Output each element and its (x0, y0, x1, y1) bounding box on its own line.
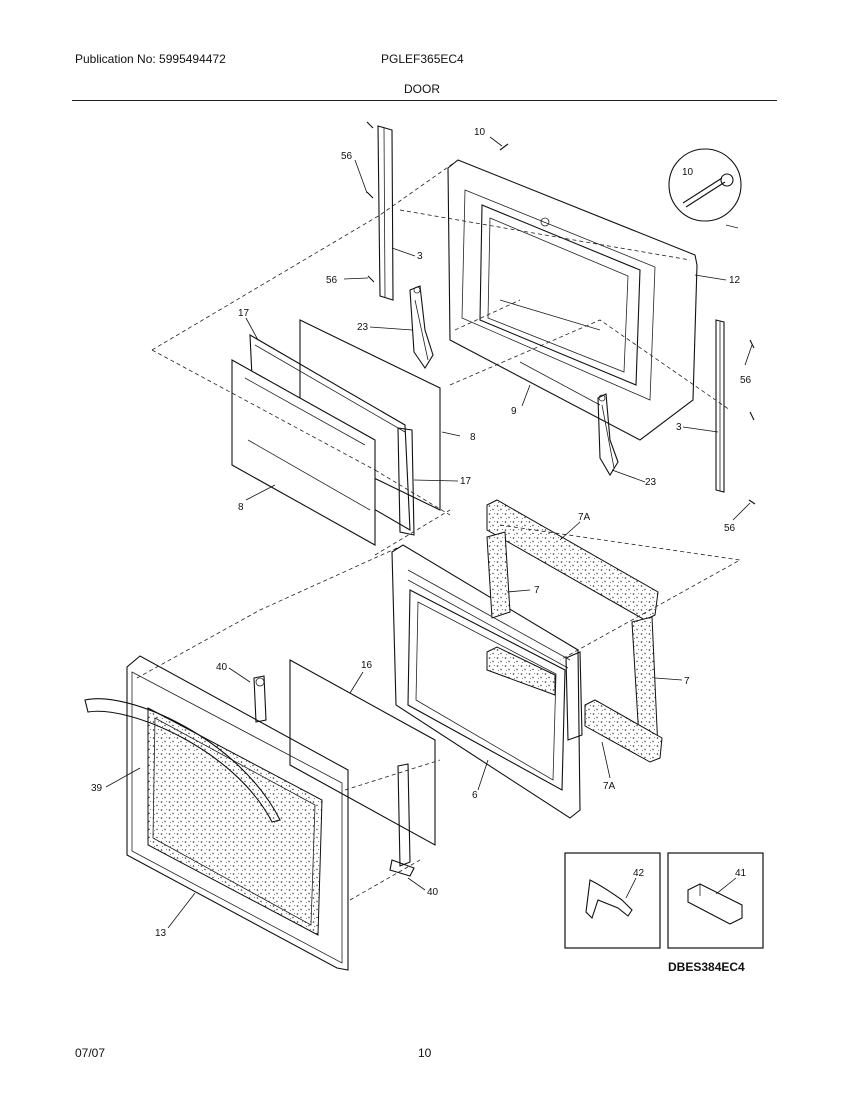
inner-door-panel (447, 159, 698, 441)
callout-10: 10 (474, 127, 486, 138)
screws (366, 121, 756, 505)
inset-part-41 (667, 852, 764, 949)
callout-23: 23 (357, 322, 369, 333)
callout-13: 13 (155, 928, 167, 939)
page-number: 10 (418, 1046, 432, 1060)
callout-7: 7 (684, 676, 690, 687)
explode-lines-upper (151, 159, 731, 516)
callout-6: 6 (472, 790, 478, 801)
callout-39: 39 (91, 783, 103, 794)
bracket-upper (253, 675, 267, 723)
callout-16: 16 (361, 660, 373, 671)
section-title: DOOR (404, 82, 440, 96)
hinge-right (597, 393, 619, 477)
callout-23: 23 (645, 477, 657, 488)
hinge-left (409, 285, 434, 370)
callout-17: 17 (238, 308, 250, 319)
explode-lines-lower (136, 509, 742, 901)
callout-7A: 7A (603, 781, 616, 792)
callout-56: 56 (341, 151, 353, 162)
callout-56: 56 (724, 523, 736, 534)
door-frame (391, 544, 583, 819)
callout-3: 3 (676, 422, 682, 433)
callout-56: 56 (740, 375, 752, 386)
callout-12: 12 (729, 275, 741, 286)
callout-10-detail: 10 (682, 167, 694, 178)
callout-41: 41 (735, 868, 747, 879)
footer-date: 07/07 (75, 1046, 106, 1060)
callout-8: 8 (238, 502, 244, 513)
callout-40: 40 (216, 662, 228, 673)
bracket-lower (389, 763, 415, 877)
leader-lines (105, 136, 753, 929)
insulation-pieces (486, 499, 663, 763)
side-channel-left (377, 125, 394, 301)
glass-pack (231, 319, 441, 546)
callout-40: 40 (427, 887, 439, 898)
publication-number: Publication No: 5995494472 (75, 52, 226, 66)
callout-8: 8 (470, 432, 476, 443)
model-number: PGLEF365EC4 (381, 52, 464, 66)
callout-7A: 7A (578, 512, 591, 523)
diagram-code: DBES384EC4 (668, 960, 745, 974)
header-rule (72, 100, 777, 101)
callout-56: 56 (326, 275, 338, 286)
callout-17: 17 (460, 476, 472, 487)
callout-3: 3 (417, 251, 423, 262)
callout-9: 9 (511, 406, 517, 417)
callout-42: 42 (633, 868, 645, 879)
callout-labels: 56 10 10 3 56 12 17 23 56 9 8 3 17 23 8 … (91, 127, 752, 939)
outer-door-panel (84, 655, 349, 971)
callout-7: 7 (534, 585, 540, 596)
inset-part-42 (564, 852, 661, 949)
screw-detail-circle (668, 148, 742, 229)
side-channel-right (715, 319, 725, 493)
